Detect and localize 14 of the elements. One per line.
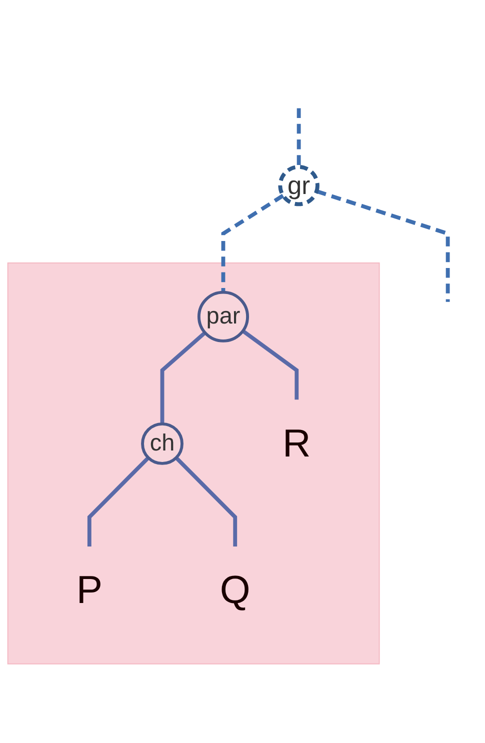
cluster xyxy=(7,262,380,665)
connector xyxy=(160,331,206,424)
node-text: R xyxy=(282,422,311,466)
node-text: P xyxy=(76,569,102,612)
node-circle: ch xyxy=(141,422,184,466)
connector xyxy=(296,108,301,168)
connector xyxy=(87,456,150,547)
node-text: Q xyxy=(220,569,250,612)
node-circle: gr xyxy=(278,165,320,206)
connector xyxy=(242,330,299,400)
node-circle: par xyxy=(197,290,250,343)
connector xyxy=(316,190,450,302)
connector xyxy=(221,194,284,292)
connector xyxy=(174,456,238,547)
